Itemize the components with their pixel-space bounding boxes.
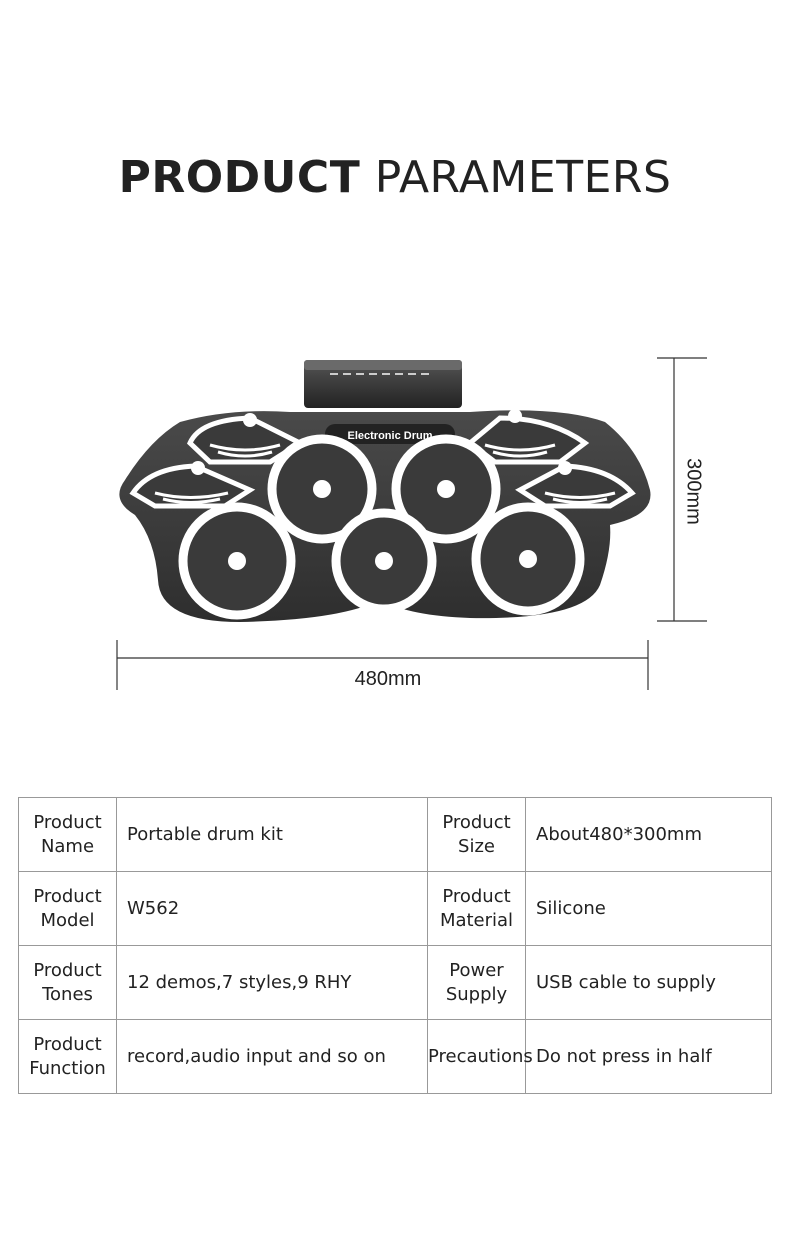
title-light: PARAMETERS <box>374 152 672 203</box>
page-title: PRODUCT PARAMETERS <box>0 152 790 203</box>
value-cell: Silicone <box>525 871 772 946</box>
width-dimension <box>116 640 649 690</box>
product-figure: Electronic Drum <box>0 340 790 710</box>
title-bold: PRODUCT <box>118 152 361 203</box>
height-dimension <box>657 357 707 622</box>
value-cell: 12 demos,7 styles,9 RHY <box>116 945 428 1020</box>
control-panel <box>304 360 462 408</box>
cymbal-pad-top-right <box>465 415 590 465</box>
device-label: Electronic Drum <box>348 430 433 442</box>
height-label: 300mm <box>682 458 705 525</box>
value-cell: record,audio input and so on <box>116 1019 428 1094</box>
value-cell: About480*300mm <box>525 797 772 872</box>
value-cell: USB cable to supply <box>525 945 772 1020</box>
width-label: 480mm <box>354 668 422 690</box>
drum-pad-illustration: Electronic Drum <box>116 357 707 690</box>
key-cell: Precautions <box>427 1019 533 1094</box>
value-cell: Do not press in half <box>525 1019 772 1094</box>
value-cell: W562 <box>116 871 428 946</box>
value-cell: Portable drum kit <box>116 797 428 872</box>
